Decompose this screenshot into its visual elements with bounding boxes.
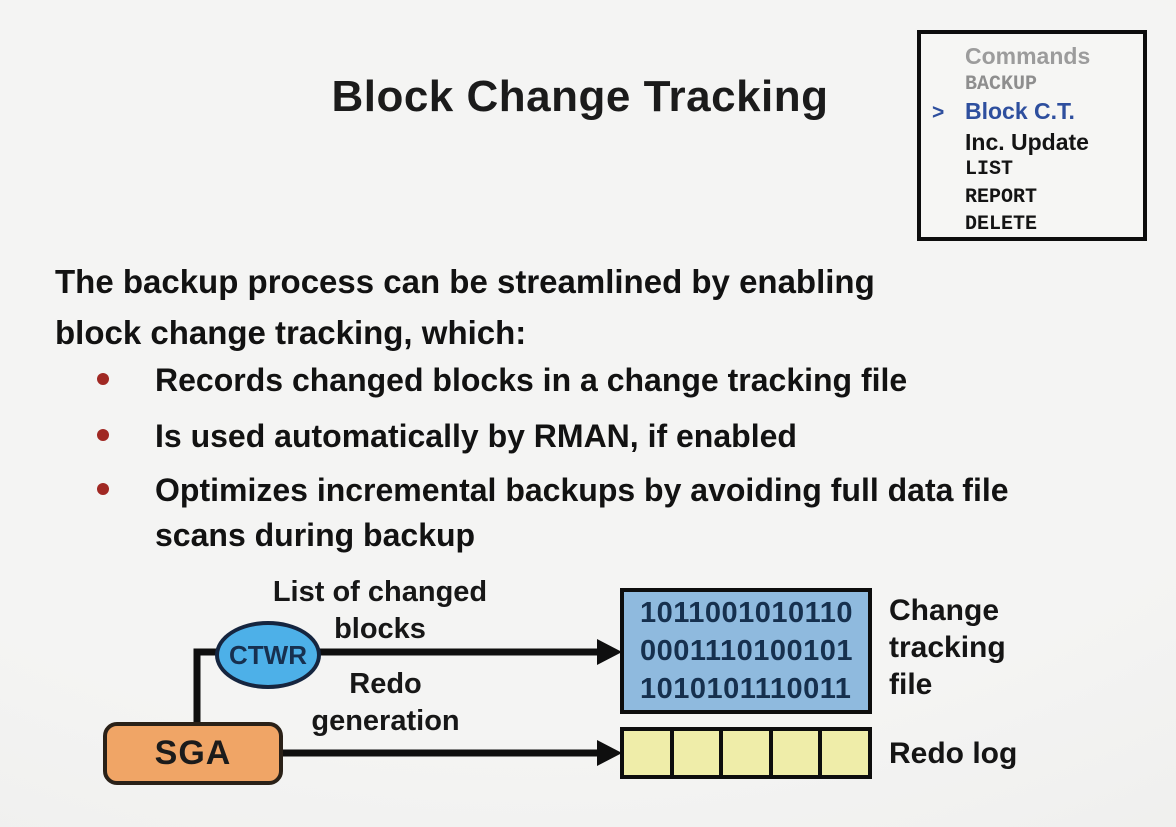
command-item-list: LIST [965,158,1014,181]
redo-log-cell [673,731,720,775]
command-item-backup: BACKUP [965,72,1038,96]
ctwr-to-tracking-arrowhead-icon [597,639,622,665]
intro-line-2: block change tracking, which: [55,314,527,351]
bullet-item: Is used automatically by RMAN, if enable… [97,414,1037,459]
change-tracking-file-shape: 1011001010110 0001110100101 101010111001… [620,588,872,714]
command-item-inc-update: Inc. Update [965,128,1089,155]
active-item-marker-icon: > [932,101,945,124]
bullet-dot-icon [97,483,109,495]
commands-panel: Commands BACKUP > Block C.T. Inc. Update… [917,30,1147,241]
bullet-dot-icon [97,373,109,385]
redo-log-cell [772,731,819,775]
intro-line-1: The backup process can be streamlined by… [55,263,875,300]
binary-row: 1011001010110 [640,597,853,629]
command-item-report: REPORT [965,185,1038,209]
sga-to-ctwr-connector [193,648,218,725]
page-title: Block Change Tracking [331,72,829,121]
binary-row: 0001110100101 [640,635,853,667]
list-of-changed-blocks-label: List of changed blocks [272,576,488,645]
redo-log-cell [723,731,769,775]
binary-row: 1010101110011 [640,673,852,705]
ctwr-label: CTWR [229,639,307,670]
bullet-text: Records changed blocks in a change track… [155,362,908,398]
change-tracking-file-label: Change tracking file [889,594,1006,701]
bullet-text: Optimizes incremental backups by avoidin… [155,472,1009,553]
command-item-block-ct: > Block C.T. [932,98,1143,129]
redo-log-label: Redo log [889,737,1018,770]
bullet-item: Records changed blocks in a change track… [97,358,1037,403]
redo-log-cell [624,731,670,775]
sga-shape: SGA [103,722,283,785]
redo-log-cell [822,731,868,775]
command-item-delete: DELETE [965,213,1038,236]
sga-to-redo-arrowhead-icon [597,740,622,766]
command-item-block-ct-label: Block C.T. [965,98,1075,124]
bullet-dot-icon [97,429,109,441]
ctwr-process-shape: CTWR [215,621,321,689]
sga-label: SGA [154,734,232,772]
redo-log-shape [620,727,872,779]
redo-generation-label: Redo generation [311,668,460,737]
commands-panel-header: Commands [965,43,1091,69]
bullet-text: Is used automatically by RMAN, if enable… [155,418,797,454]
bullet-item: Optimizes incremental backups by avoidin… [97,468,1037,558]
intro-paragraph: The backup process can be streamlined by… [55,256,875,358]
